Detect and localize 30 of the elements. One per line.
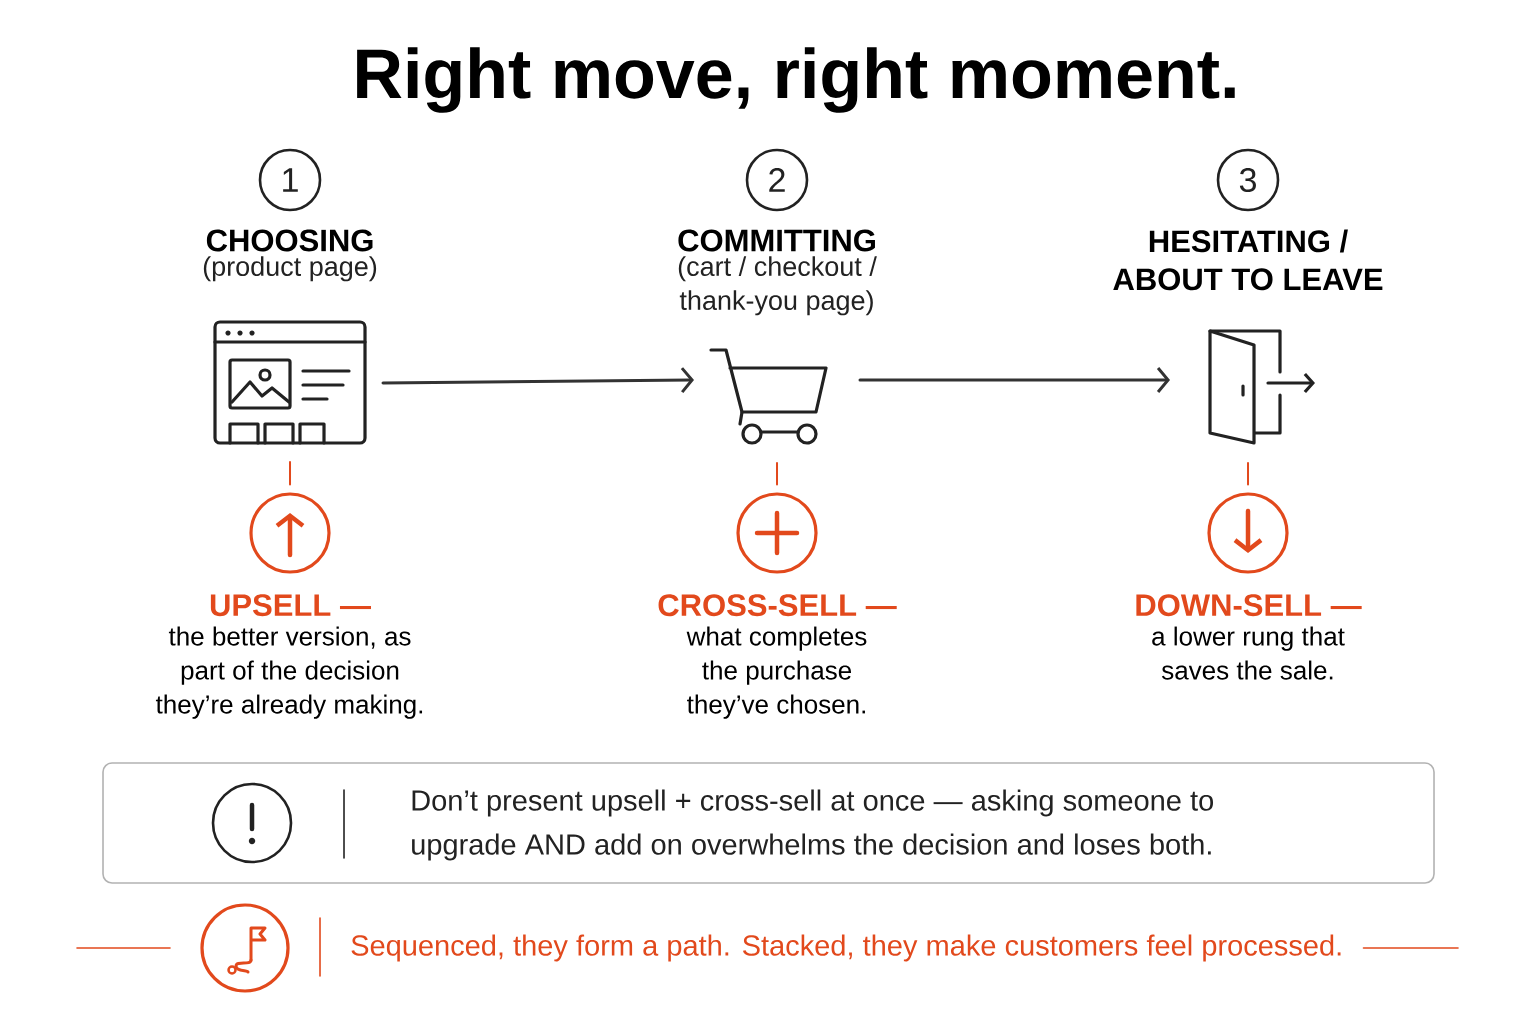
stage-heading: CHOOSING — [206, 229, 373, 252]
option-description: the better version, as part of the decision they’re already making. — [155, 626, 423, 719]
step-number: 1 — [258, 148, 322, 212]
step-number: 3 — [1216, 148, 1280, 212]
stage-subtitle: (product page) — [203, 256, 377, 282]
connector-line — [289, 461, 291, 486]
connector-line — [776, 462, 778, 486]
door-icon — [1208, 329, 1315, 445]
down-sell-icon — [1207, 492, 1289, 574]
connector-line — [1247, 462, 1249, 486]
upsell-icon — [249, 492, 331, 574]
tagline: Sequenced, they form a path. Stacked, they make customers feel processed. — [351, 934, 1341, 962]
option-description: what completes the purchase they’ve chosen. — [686, 626, 867, 719]
arrow — [381, 367, 694, 394]
title: Right move, right moment. — [357, 47, 1235, 113]
cart-icon — [709, 348, 828, 445]
option-heading: UPSELL — — [210, 594, 371, 617]
stage-heading: HESITATING / ABOUT TO LEAVE — [1113, 229, 1383, 291]
note-box: Don’t present upsell + cross-sell at once — asking someone to upgrade AND add on overwhelms the decision and loses both. — [102, 762, 1435, 884]
option-heading: DOWN-SELL — — [1136, 594, 1362, 617]
step-number: 2 — [745, 148, 809, 212]
stage-heading: COMMITTING — [678, 229, 875, 252]
warning-icon — [211, 782, 293, 864]
stage-subtitle: (cart / checkout / thank-you page) — [678, 256, 877, 316]
option-heading: CROSS-SELL — — [658, 594, 897, 617]
option-description: a lower rung that saves the sale. — [1152, 626, 1345, 680]
arrow — [858, 367, 1170, 393]
cross-sell-icon — [736, 492, 818, 574]
browser-icon — [213, 320, 367, 445]
path-flag-icon — [200, 903, 290, 993]
